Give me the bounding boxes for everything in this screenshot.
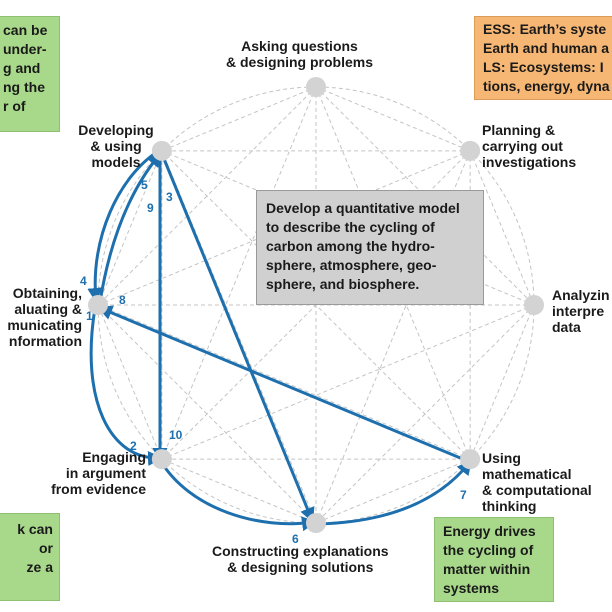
web-line-engaging-obtaining [97, 304, 163, 460]
practice-node-constructing [306, 513, 326, 533]
practice-node-developing [151, 140, 172, 161]
arrow-step-8 [97, 305, 471, 464]
step-label-5: 5 [141, 178, 148, 192]
practice-node-analyzing [524, 295, 544, 315]
step-label-3: 3 [166, 190, 173, 204]
step-label-1: 1 [86, 309, 93, 323]
step-label-2: 2 [130, 439, 137, 453]
practice-node-using-math [460, 449, 481, 470]
web-line-obtaining-developing [97, 150, 163, 306]
web-line-using-math-obtaining [97, 304, 471, 460]
practice-node-asking [306, 77, 326, 97]
web-line-asking-developing [161, 86, 317, 152]
web-line-analyzing-engaging [161, 304, 535, 460]
practice-asking-questions: Asking questions& designing problems [226, 38, 374, 70]
practice-node-planning [460, 140, 481, 161]
step-label-6: 6 [292, 532, 299, 546]
step-label-4: 4 [80, 274, 87, 288]
practice-node-engaging [151, 449, 172, 470]
web-line-constructing-obtaining [97, 304, 317, 524]
arrow-step-5 [98, 151, 162, 303]
practice-node-obtaining [88, 295, 108, 315]
practice-constructing-explanations: Constructing explanations& designing sol… [212, 543, 389, 575]
web-line-asking-planning [315, 86, 471, 152]
arrow-step-4 [87, 148, 161, 303]
web-line-analyzing-using-math [469, 304, 535, 460]
practice-nodes [88, 77, 544, 533]
step-label-7: 7 [460, 488, 467, 502]
web-line-constructing-engaging [161, 458, 317, 524]
arrow-step-3 [160, 153, 315, 523]
step-label-8: 8 [119, 293, 126, 307]
arrow-step-2 [158, 459, 317, 532]
sequence-arrows [87, 148, 472, 532]
web-line-using-math-developing [161, 150, 471, 460]
step-label-9: 9 [147, 201, 154, 215]
step-label-10: 10 [169, 428, 183, 442]
arrow-step-1 [89, 307, 163, 466]
arrow-step-7 [317, 459, 472, 526]
